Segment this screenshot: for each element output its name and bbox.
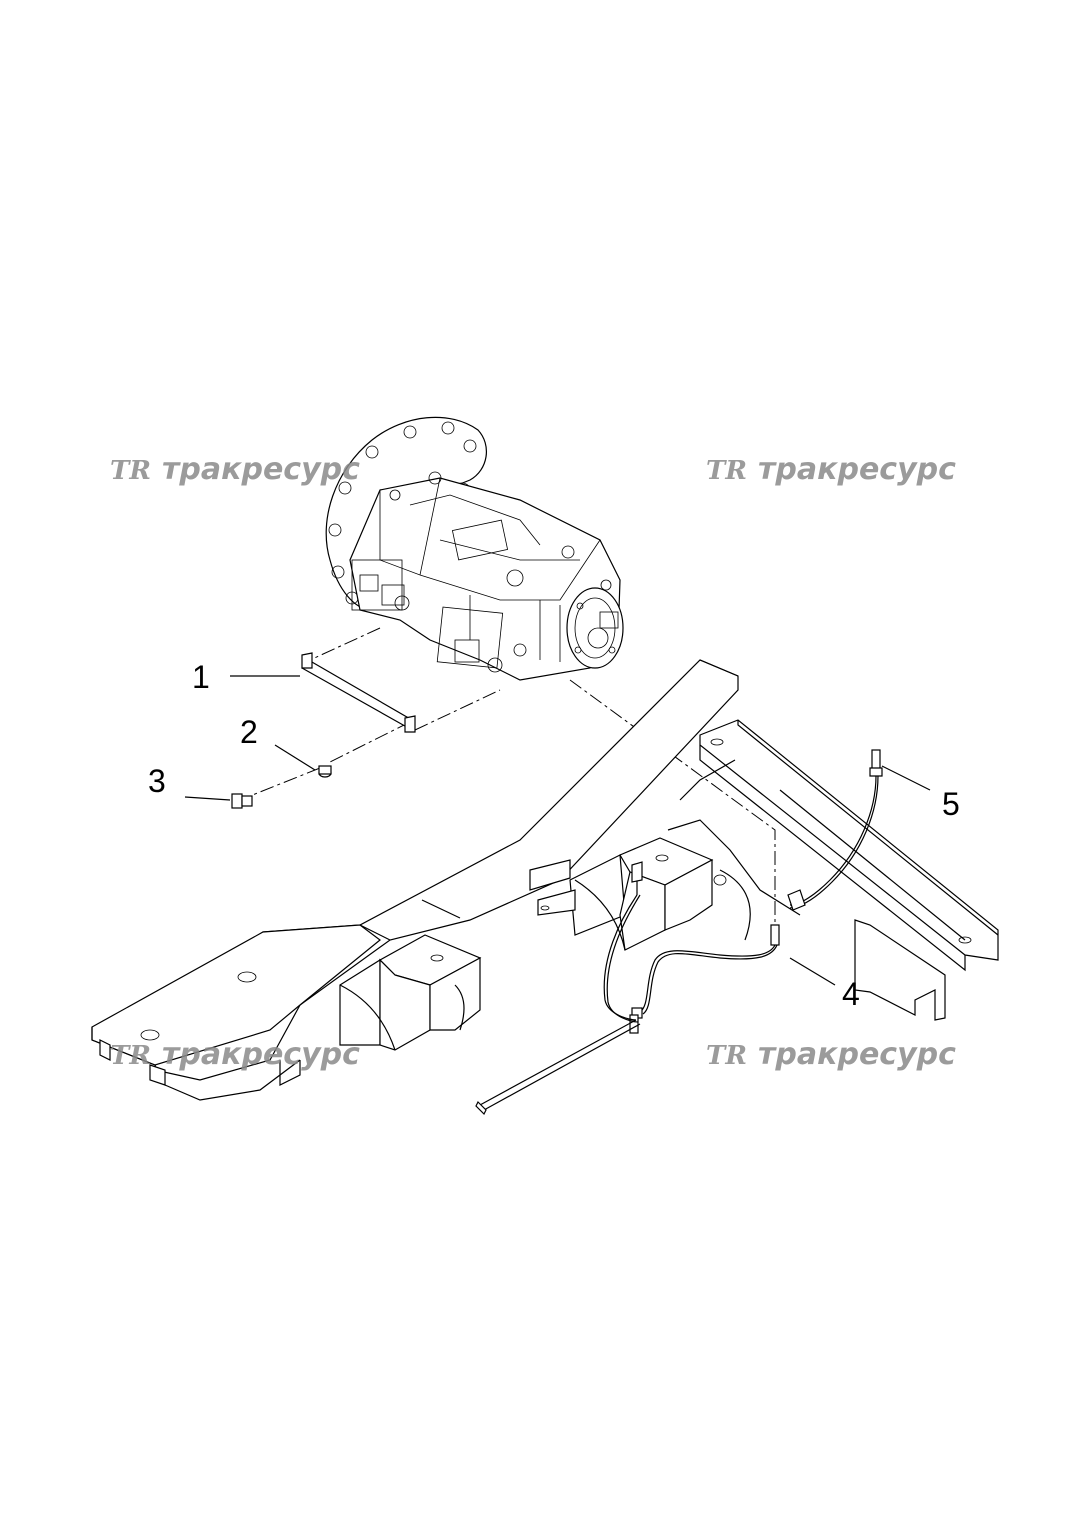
washer xyxy=(318,765,332,778)
callout-3: 3 xyxy=(148,763,166,799)
watermark-bottom-right: TR тракресурс xyxy=(706,1037,956,1072)
watermark-text: тракресурс xyxy=(758,1037,956,1072)
cross-member xyxy=(667,719,999,1021)
callout-5: 5 xyxy=(942,786,960,822)
bolt xyxy=(231,793,253,809)
hydraulic-pump-assembly xyxy=(325,416,624,681)
watermark-logo: TR xyxy=(706,456,747,486)
engine-mount-left xyxy=(339,934,482,1051)
watermark-text: тракресурс xyxy=(162,452,360,487)
watermark-bottom-left: TR тракресурс xyxy=(110,1037,360,1072)
watermark-logo: TR xyxy=(706,1041,747,1071)
wire-harness xyxy=(475,749,883,1116)
watermark-text: тракресурс xyxy=(162,1037,360,1072)
callout-2: 2 xyxy=(240,714,258,750)
watermark-top-left: TR тракресурс xyxy=(110,452,360,487)
watermark-logo: TR xyxy=(110,456,151,486)
watermark-top-right: TR тракресурс xyxy=(706,452,956,487)
callout-1: 1 xyxy=(192,659,210,695)
engine-mount-right xyxy=(529,837,727,951)
callout-4: 4 xyxy=(842,976,860,1012)
leader-lines xyxy=(184,675,931,986)
stay-bar xyxy=(301,652,416,733)
watermark-text: тракресурс xyxy=(758,452,956,487)
watermark-logo: TR xyxy=(110,1041,151,1071)
